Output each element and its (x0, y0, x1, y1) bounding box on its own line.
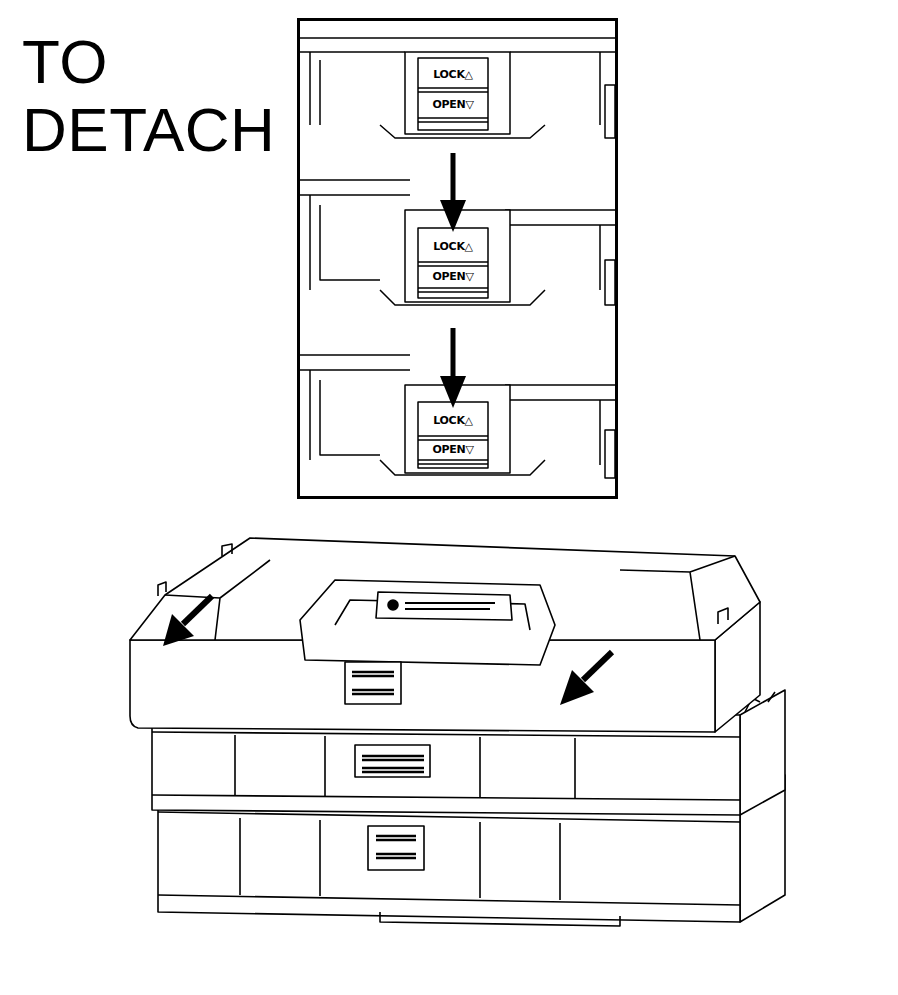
case-side (740, 690, 785, 815)
case-edge (300, 354, 410, 356)
case-edge (505, 384, 615, 386)
inset-frame (299, 20, 617, 498)
arrow-head (560, 670, 594, 705)
case-edge (152, 732, 740, 800)
latch-frame (405, 210, 510, 302)
arrow-shaft (183, 596, 212, 624)
latch-panel (300, 355, 615, 478)
latch (345, 662, 401, 704)
arrow-shaft (451, 153, 456, 205)
slider-rib (418, 459, 488, 461)
slider-rib (418, 91, 488, 93)
latch-label: OPEN▽ (430, 98, 475, 111)
latch-label: LOCK△ (431, 414, 475, 427)
inset-panels (300, 38, 615, 478)
case-edge (300, 37, 615, 39)
case-foot (380, 912, 620, 926)
slide-arrows (163, 596, 612, 705)
case-rib (240, 818, 560, 900)
latch-label: OPEN▽ (430, 443, 475, 456)
latch (368, 826, 424, 870)
case-edge (300, 194, 410, 196)
case-edge (300, 369, 410, 371)
latch-stripes (376, 836, 416, 858)
logo-mark (388, 600, 398, 610)
logo-plate (376, 592, 512, 620)
case-clip (158, 544, 728, 624)
slider-rib (418, 463, 488, 465)
latch-frame (405, 52, 510, 134)
arrow-head (163, 614, 194, 646)
arrow-head (440, 200, 466, 232)
case-rib (310, 52, 615, 138)
latch-panel (300, 38, 615, 138)
slider-rib (418, 291, 488, 293)
case-edge (300, 179, 410, 181)
case-rib (310, 195, 615, 305)
case-rib (310, 370, 615, 478)
latch-slider (418, 228, 488, 298)
slider-rib (418, 121, 488, 123)
latch (355, 745, 430, 777)
arrow-head (440, 376, 466, 408)
arrow-shaft (583, 652, 612, 680)
slider-rib (418, 265, 488, 267)
slider-rib (418, 261, 488, 263)
latch-label: OPEN▽ (430, 270, 475, 283)
latch-stripes (362, 756, 424, 772)
latch-slider (418, 58, 488, 130)
title: TO DETACH (22, 28, 302, 164)
case-edge (505, 399, 615, 401)
case (130, 538, 760, 732)
case-edge (505, 209, 615, 211)
slider-rib (418, 87, 488, 89)
logo-text-marks (405, 603, 495, 609)
latch-slider (418, 402, 488, 468)
slider-rib (418, 117, 488, 119)
stacked-cases (130, 538, 785, 926)
latch-stripes (352, 672, 394, 694)
arrow-shaft (451, 328, 456, 380)
case-edge (158, 812, 740, 905)
slider-rib (418, 287, 488, 289)
case-edge (300, 51, 405, 53)
case-rib (235, 735, 575, 799)
latch-panel (300, 180, 615, 305)
latch-label: LOCK△ (431, 68, 475, 81)
case-edge (505, 224, 615, 226)
handle (300, 580, 555, 665)
slider-rib (418, 435, 488, 437)
latch-label: LOCK△ (431, 240, 475, 253)
slider-rib (418, 439, 488, 441)
latch-frame (405, 385, 510, 473)
